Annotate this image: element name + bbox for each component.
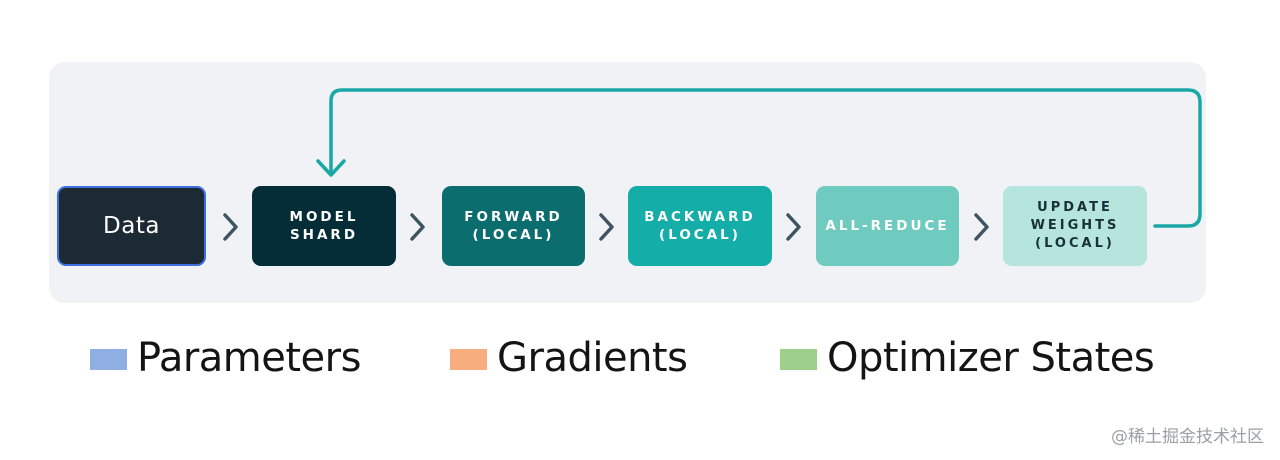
diagram-panel <box>49 62 1206 303</box>
step-data-label: Data <box>103 213 160 239</box>
step-all-reduce-label: ALL-REDUCE <box>825 218 950 234</box>
step-model-shard: MODEL SHARD <box>252 186 396 266</box>
chevron-right-icon <box>974 213 989 241</box>
legend-item-optimizer-states: Optimizer States <box>780 330 1155 386</box>
step-forward-label: FORWARD (LOCAL) <box>464 209 563 243</box>
chevron-right-icon <box>223 213 238 241</box>
step-all-reduce: ALL-REDUCE <box>816 186 959 266</box>
watermark: @稀土掘金技术社区 <box>1111 427 1264 447</box>
chevron-right-icon <box>410 213 425 241</box>
legend-item-gradients: Gradients <box>450 330 688 386</box>
legend-swatch-optimizer-states <box>780 348 817 370</box>
step-update-weights: UPDATE WEIGHTS (LOCAL) <box>1003 186 1147 266</box>
legend-item-parameters: Parameters <box>90 330 361 386</box>
legend-label-gradients: Gradients <box>497 335 688 381</box>
step-data: Data <box>57 186 206 266</box>
step-model-shard-label: MODEL SHARD <box>289 209 359 243</box>
chevron-right-icon <box>599 213 614 241</box>
legend-swatch-gradients <box>450 348 487 370</box>
step-backward: BACKWARD (LOCAL) <box>628 186 772 266</box>
step-update-weights-label: UPDATE WEIGHTS (LOCAL) <box>1030 200 1120 251</box>
legend-swatch-parameters <box>90 348 127 370</box>
legend-label-optimizer-states: Optimizer States <box>827 335 1155 381</box>
chevron-right-icon <box>786 213 801 241</box>
legend-label-parameters: Parameters <box>137 335 361 381</box>
step-forward: FORWARD (LOCAL) <box>442 186 585 266</box>
step-backward-label: BACKWARD (LOCAL) <box>644 209 756 243</box>
